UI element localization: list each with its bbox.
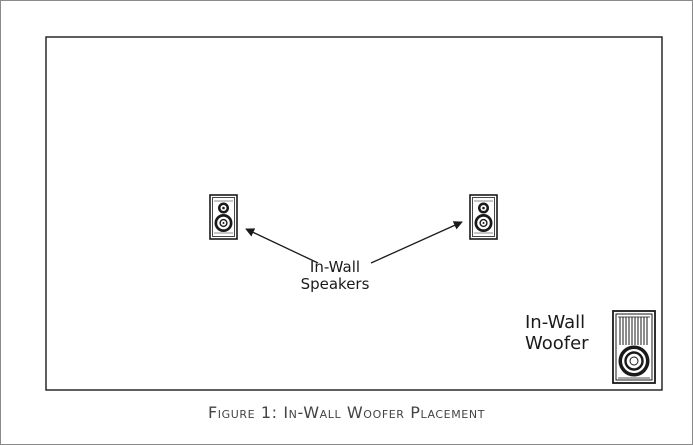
arrow-to-left-speaker (245, 228, 319, 264)
in-wall-speaker-icon (469, 194, 498, 240)
in-wall-woofer-icon (612, 310, 656, 384)
speakers-label-line1: In-Wall (309, 258, 361, 276)
woofer-label-line2: Woofer (525, 332, 589, 354)
arrow-to-right-speaker (370, 221, 463, 264)
in-wall-woofer-label: In-Wall Woofer (525, 312, 589, 354)
room-outline (45, 36, 663, 391)
in-wall-speakers-label: In-Wall Speakers (290, 258, 380, 294)
woofer-label-line1: In-Wall (525, 312, 586, 333)
figure-caption: Figure 1: In-Wall Woofer Placement (207, 403, 486, 422)
speakers-label-line2: Speakers (300, 275, 370, 294)
in-wall-speaker-icon (209, 194, 238, 240)
